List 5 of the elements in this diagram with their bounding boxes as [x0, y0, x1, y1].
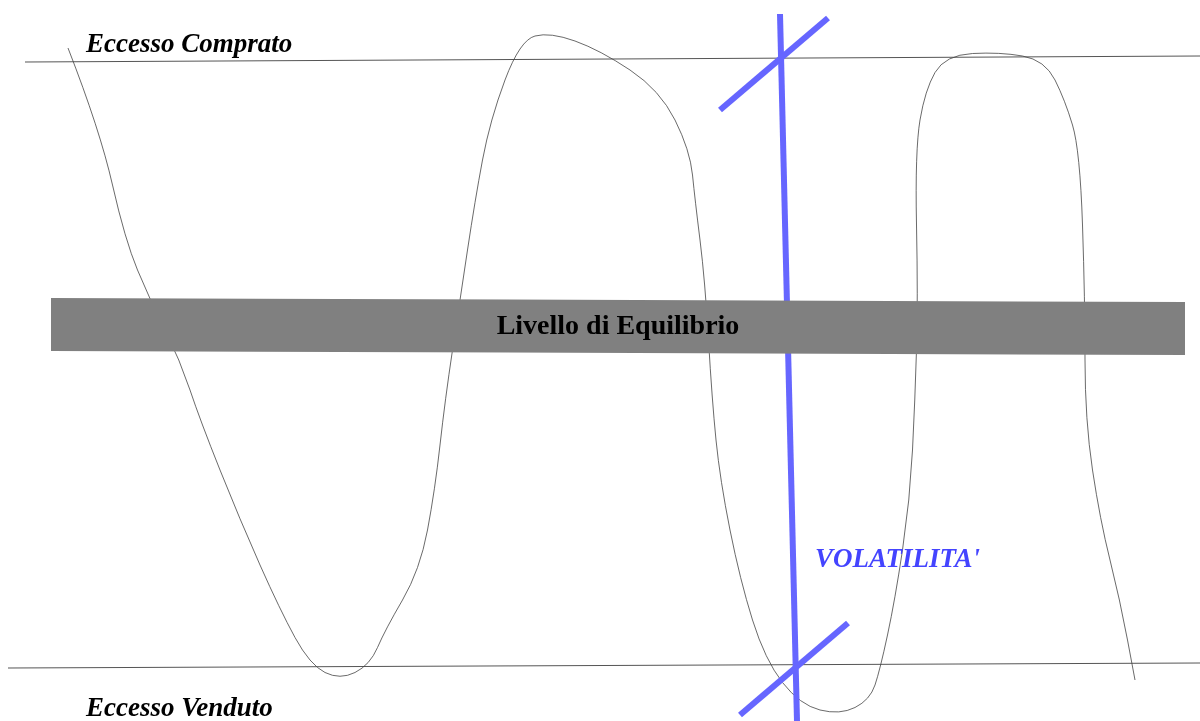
band-label: Livello di Equilibrio [495, 311, 741, 339]
equilibrium-band [51, 298, 1185, 355]
overbought-label: Eccesso Comprato [86, 30, 293, 57]
oversold-label: Eccesso Venduto [86, 694, 273, 721]
volatility-label: VOLATILITA' [815, 545, 981, 572]
